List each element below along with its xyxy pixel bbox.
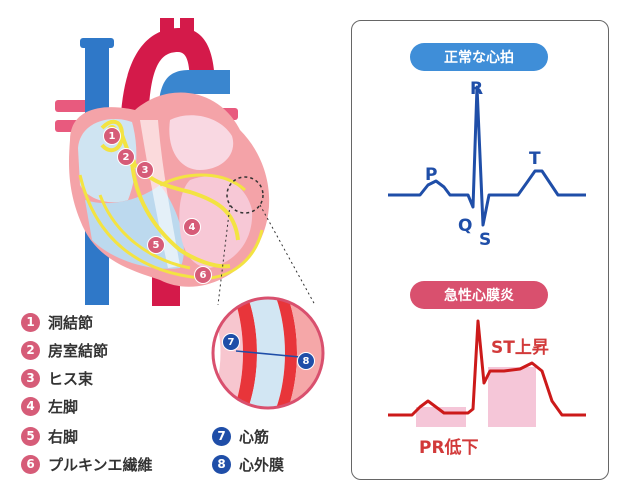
legend-label: 房室結節: [48, 341, 109, 360]
wave-label-p: P: [425, 165, 438, 185]
legend-item-3: 3 ヒス束: [21, 367, 93, 389]
heart-illustration: [55, 18, 316, 306]
legend-label: 洞結節: [48, 313, 94, 332]
wave-label-q: Q: [458, 216, 473, 236]
legend-number: 3: [21, 368, 40, 388]
acute-pericarditis-pill: 急性心膜炎: [410, 281, 548, 309]
legend-number: 4: [21, 396, 40, 416]
pericarditis-ecg-wave: [388, 319, 586, 427]
myocardium-zoom: [211, 296, 325, 410]
wave-label-s: S: [479, 230, 492, 250]
legend-label: ヒス束: [48, 369, 94, 388]
st-elevation-label: ST上昇: [491, 338, 549, 358]
normal-ecg-wave: [388, 85, 586, 227]
legend-label: 左脚: [48, 397, 79, 416]
legend-item-1: 1 洞結節: [21, 311, 93, 333]
ecg-panel: 正常な心拍 P R Q S T 急性心膜炎 ST上昇 PR低下: [351, 20, 609, 480]
legend-number: 8: [212, 454, 231, 474]
marker-5: 5: [147, 236, 165, 254]
marker-8: 8: [297, 352, 315, 370]
legend-label: プルキンエ繊維: [48, 455, 153, 474]
legend-item-2: 2 房室結節: [21, 339, 108, 361]
legend-item-6: 6 プルキンエ繊維: [21, 453, 153, 475]
marker-2: 2: [117, 148, 135, 166]
wave-label-t: T: [529, 149, 541, 169]
legend-number: 2: [21, 340, 40, 360]
marker-1: 1: [103, 127, 121, 145]
marker-4: 4: [183, 218, 201, 236]
legend-item-8: 8 心外膜: [212, 453, 284, 475]
legend-number: 5: [21, 426, 40, 446]
wave-label-r: R: [470, 79, 484, 99]
legend-number: 6: [21, 454, 40, 474]
legend-label: 右脚: [48, 427, 79, 446]
marker-3: 3: [136, 161, 154, 179]
legend-item-7: 7 心筋: [212, 425, 269, 447]
marker-7: 7: [222, 333, 240, 351]
pr-depression-label: PR低下: [419, 438, 479, 458]
normal-heartbeat-pill: 正常な心拍: [410, 43, 548, 71]
legend-label: 心筋: [239, 427, 270, 446]
legend-number: 7: [212, 426, 231, 446]
legend-item-4: 4 左脚: [21, 395, 78, 417]
marker-6: 6: [194, 266, 212, 284]
legend-label: 心外膜: [239, 455, 285, 474]
legend-number: 1: [21, 312, 40, 332]
legend-item-5: 5 右脚: [21, 425, 78, 447]
